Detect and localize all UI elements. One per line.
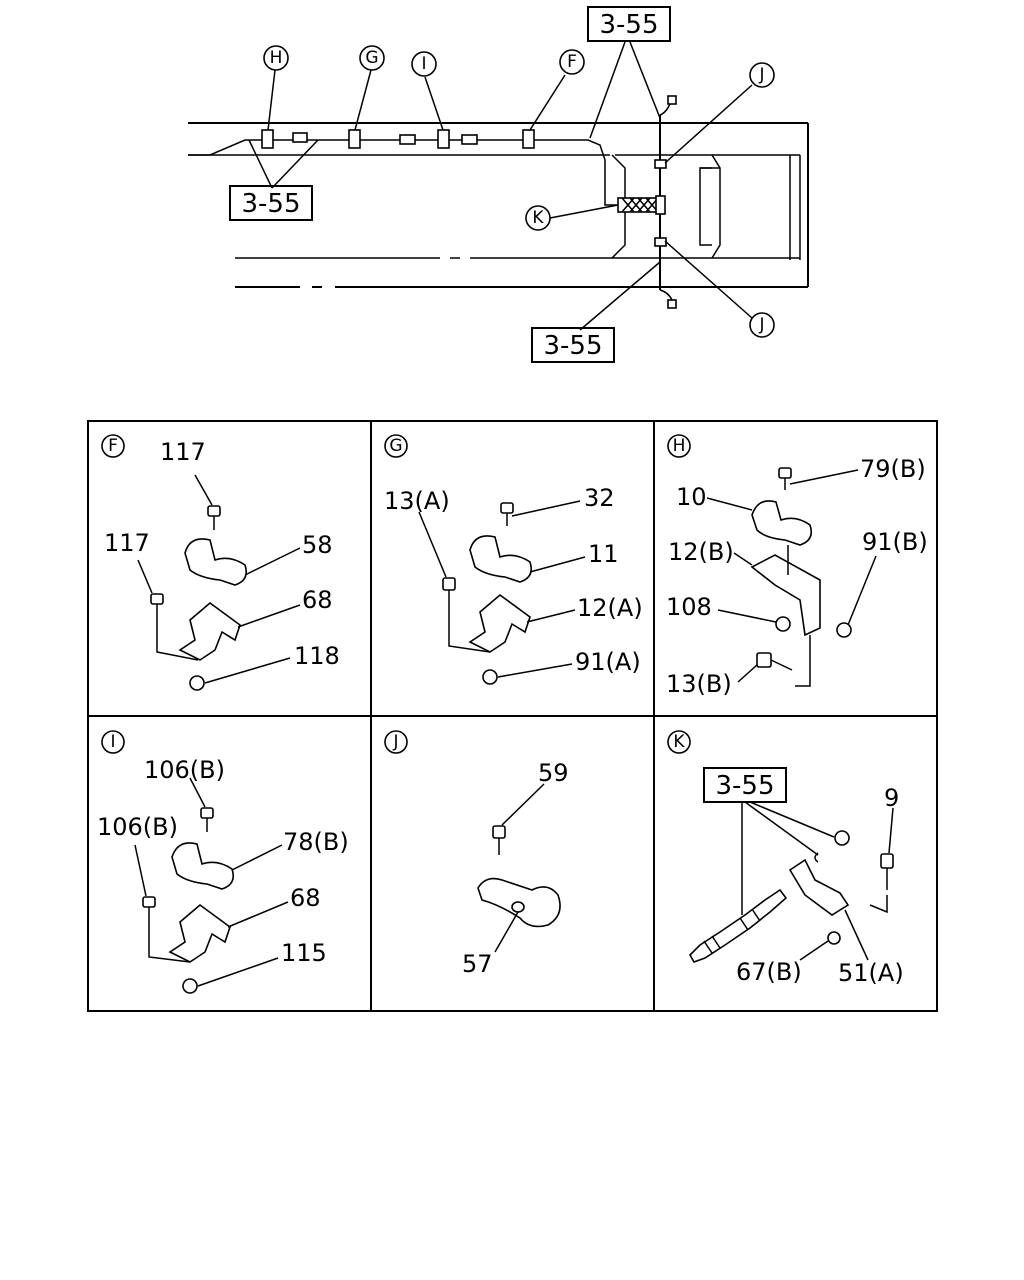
part-label: 10	[676, 483, 707, 511]
ref-box-top[interactable]: 3-55	[587, 6, 671, 42]
bolt-icon	[150, 593, 164, 620]
bolt-icon	[442, 577, 456, 612]
bolt-icon	[500, 502, 514, 526]
panel-g: G 13(A) 32 11 12(A) 91(A)	[384, 434, 643, 685]
bolt-icon	[142, 896, 156, 920]
bolt-icon	[880, 853, 894, 890]
chassis-overview	[188, 41, 809, 331]
part-label: 9	[884, 784, 899, 812]
connector-icon	[689, 888, 788, 963]
svg-text:3-55: 3-55	[715, 771, 774, 801]
part-label: 32	[584, 484, 615, 512]
svg-text:G: G	[365, 48, 378, 68]
clamp-icon	[469, 535, 533, 583]
part-label: 67(B)	[736, 958, 802, 986]
clamp-icon	[751, 500, 813, 546]
bolt-icon	[778, 467, 792, 490]
svg-text:F: F	[108, 436, 118, 456]
part-label: 68	[290, 884, 321, 912]
part-label: 117	[104, 529, 150, 557]
part-label: 13(B)	[666, 670, 732, 698]
bolt-icon	[207, 505, 221, 530]
nut-icon	[775, 616, 791, 632]
svg-text:I: I	[110, 732, 115, 752]
panel-k: K 3-55 9 67(B) 51(A)	[667, 730, 904, 987]
part-label: 118	[294, 642, 340, 670]
bracket-icon	[788, 858, 850, 916]
panel-i-label: I	[101, 730, 125, 754]
bracket-icon	[168, 903, 231, 963]
svg-text:J: J	[758, 315, 764, 335]
callout-f[interactable]: F	[559, 49, 585, 75]
nut-icon	[482, 669, 498, 685]
part-label: 12(A)	[577, 594, 643, 622]
svg-text:3-55: 3-55	[599, 10, 658, 40]
svg-text:K: K	[673, 732, 685, 752]
svg-text:K: K	[532, 208, 544, 228]
part-label: 91(B)	[862, 528, 928, 556]
callout-g[interactable]: G	[359, 45, 385, 71]
part-label: 11	[588, 540, 619, 568]
svg-text:J: J	[392, 732, 398, 752]
svg-text:J: J	[758, 65, 764, 85]
nut-icon	[834, 830, 850, 846]
svg-text:3-55: 3-55	[241, 189, 300, 219]
ref-box-left[interactable]: 3-55	[229, 185, 313, 221]
panel-k-label: K	[667, 730, 691, 754]
callout-j-bottom[interactable]: J	[749, 312, 775, 338]
part-label: 58	[302, 531, 333, 559]
svg-text:G: G	[389, 436, 402, 456]
part-label: 106(B)	[144, 756, 225, 784]
bracket-icon	[178, 601, 241, 661]
callout-k[interactable]: K	[525, 205, 551, 231]
nut-icon	[827, 931, 841, 945]
part-label: 91(A)	[575, 648, 641, 676]
part-label: 117	[160, 438, 206, 466]
nut-icon	[189, 675, 205, 691]
panel-f-label: F	[101, 434, 125, 458]
bolt-icon	[756, 652, 793, 671]
part-label: 59	[538, 759, 569, 787]
callout-j-top[interactable]: J	[749, 62, 775, 88]
nut-icon	[836, 622, 852, 638]
part-label: 12(B)	[668, 538, 734, 566]
panel-i: I 106(B) 106(B) 78(B) 68 115	[97, 730, 349, 994]
svg-text:H: H	[270, 48, 283, 68]
svg-text:F: F	[567, 52, 577, 72]
panel-j: J 59 57	[384, 730, 569, 978]
panel-f: F 117 117 58 68 118	[101, 434, 340, 691]
part-label: 51(A)	[838, 959, 904, 987]
part-label: 78(B)	[283, 828, 349, 856]
part-label: 106(B)	[97, 813, 178, 841]
panel-g-label: G	[384, 434, 408, 458]
bolt-icon	[492, 825, 506, 855]
bracket-icon	[468, 593, 531, 653]
part-label: 79(B)	[860, 455, 926, 483]
part-label: 57	[462, 950, 493, 978]
part-label: 115	[281, 939, 327, 967]
bolt-icon	[200, 807, 214, 832]
ref-box-bottom[interactable]: 3-55	[531, 327, 615, 363]
nut-icon	[182, 978, 198, 994]
svg-text:I: I	[421, 54, 426, 74]
clamp-icon	[171, 842, 235, 890]
callout-h[interactable]: H	[263, 45, 289, 71]
ref-box-k[interactable]: 3-55	[703, 767, 787, 803]
panel-h-label: H	[667, 434, 691, 458]
part-label: 68	[302, 586, 333, 614]
clamp-icon	[184, 538, 248, 586]
panel-h: H 79(B) 10 12(B) 91(B) 108 13(B)	[666, 434, 928, 698]
svg-text:H: H	[673, 436, 686, 456]
bracket-icon	[750, 554, 821, 637]
part-label: 108	[666, 593, 712, 621]
svg-text:3-55: 3-55	[543, 331, 602, 361]
callout-i[interactable]: I	[411, 51, 437, 77]
panel-j-label: J	[384, 730, 408, 754]
part-label: 13(A)	[384, 487, 450, 515]
detail-grid	[87, 420, 938, 1012]
